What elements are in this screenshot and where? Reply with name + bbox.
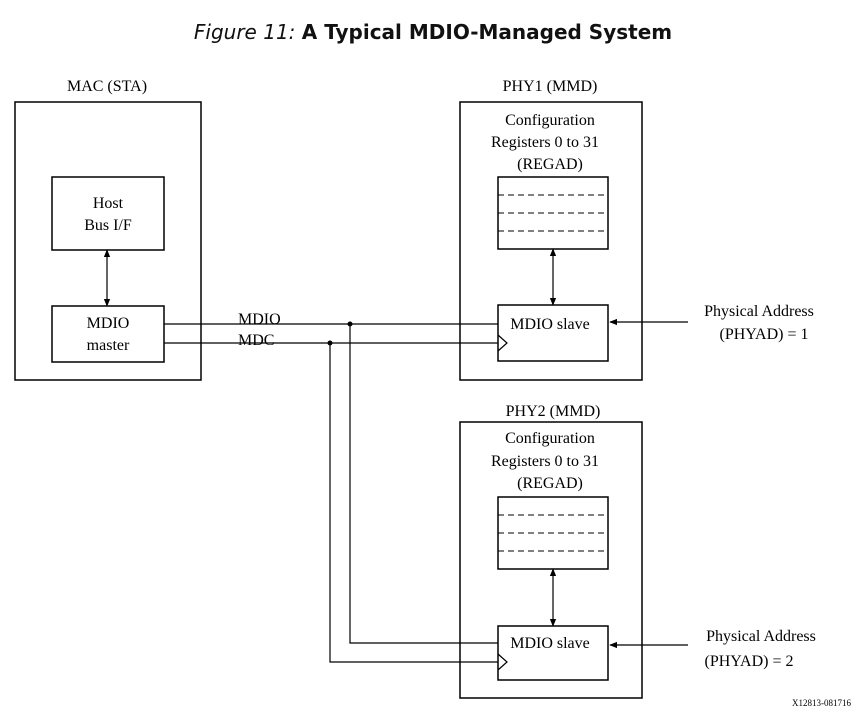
mac-label: MAC (STA)	[67, 78, 147, 95]
phy1-address-line1: Physical Address	[704, 303, 814, 320]
phy2-address-line2: (PHYAD) = 2	[704, 653, 793, 670]
master-label-line2: master	[87, 337, 130, 354]
phy2-box	[459, 421, 643, 699]
master-label-line1: MDIO	[87, 315, 130, 332]
mdio-master-box	[51, 305, 165, 363]
phy1-clock-input-icon	[497, 334, 508, 352]
phy1-mdio-slave-box	[497, 304, 609, 362]
phy2-address-line1: Physical Address	[706, 628, 816, 645]
mdc-signal-label: MDC	[238, 332, 274, 349]
phy1-box	[459, 101, 643, 381]
host-label-line2: Bus I/F	[84, 217, 132, 234]
mac-box	[14, 101, 202, 381]
figure-caption: A Typical MDIO-Managed System	[301, 20, 673, 44]
phy1-cfg-line2: Registers 0 to 31	[491, 134, 599, 151]
mdio-signal-label: MDIO	[238, 311, 281, 328]
phy2-slave-label: MDIO slave	[510, 635, 590, 652]
figure-id: X12813-081716	[792, 698, 851, 708]
phy1-cfg-line3: (REGAD)	[517, 156, 583, 173]
mdc-branch-phy2	[329, 343, 498, 663]
phy2-cfg-line2: Registers 0 to 31	[491, 453, 599, 470]
phy2-cfg-line1: Configuration	[505, 430, 595, 447]
phy1-address-line2: (PHYAD) = 1	[719, 326, 808, 343]
phy1-cfg-line1: Configuration	[505, 112, 595, 129]
phy2-cfg-line3: (REGAD)	[517, 475, 583, 492]
phy1-label: PHY1 (MMD)	[503, 78, 598, 95]
phy2-label: PHY2 (MMD)	[506, 403, 601, 420]
phy2-mdio-slave-box	[497, 625, 609, 681]
host-label-line1: Host	[93, 195, 124, 212]
mdio-branch-phy2	[349, 324, 498, 644]
host-bus-if-box	[51, 176, 165, 251]
phy1-slave-label: MDIO slave	[510, 316, 590, 333]
phy2-clock-input-icon	[497, 653, 508, 671]
figure-label: Figure 11:	[193, 20, 296, 44]
figure-title: Figure 11: A Typical MDIO-Managed System	[0, 20, 866, 44]
